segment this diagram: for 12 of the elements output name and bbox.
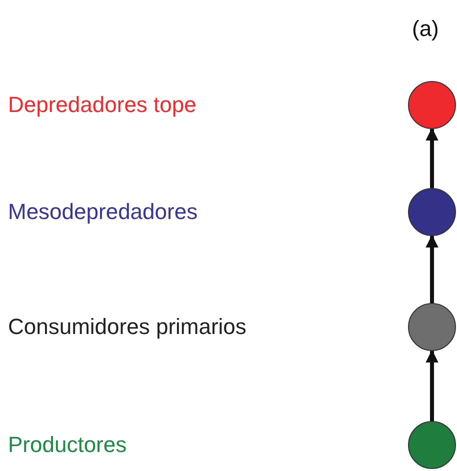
level-label: Depredadores tope — [8, 94, 196, 116]
arrow — [426, 234, 438, 303]
level-label: Productores — [8, 434, 127, 456]
arrow — [426, 350, 438, 421]
panel-label: (a) — [412, 18, 439, 40]
arrow — [426, 128, 438, 188]
level-label: Consumidores primarios — [8, 316, 246, 338]
level-label: Mesodepredadores — [8, 201, 198, 223]
circle-marker — [408, 303, 456, 351]
circle-marker — [408, 81, 456, 129]
circle-marker — [408, 188, 456, 236]
circle-marker — [408, 421, 456, 469]
